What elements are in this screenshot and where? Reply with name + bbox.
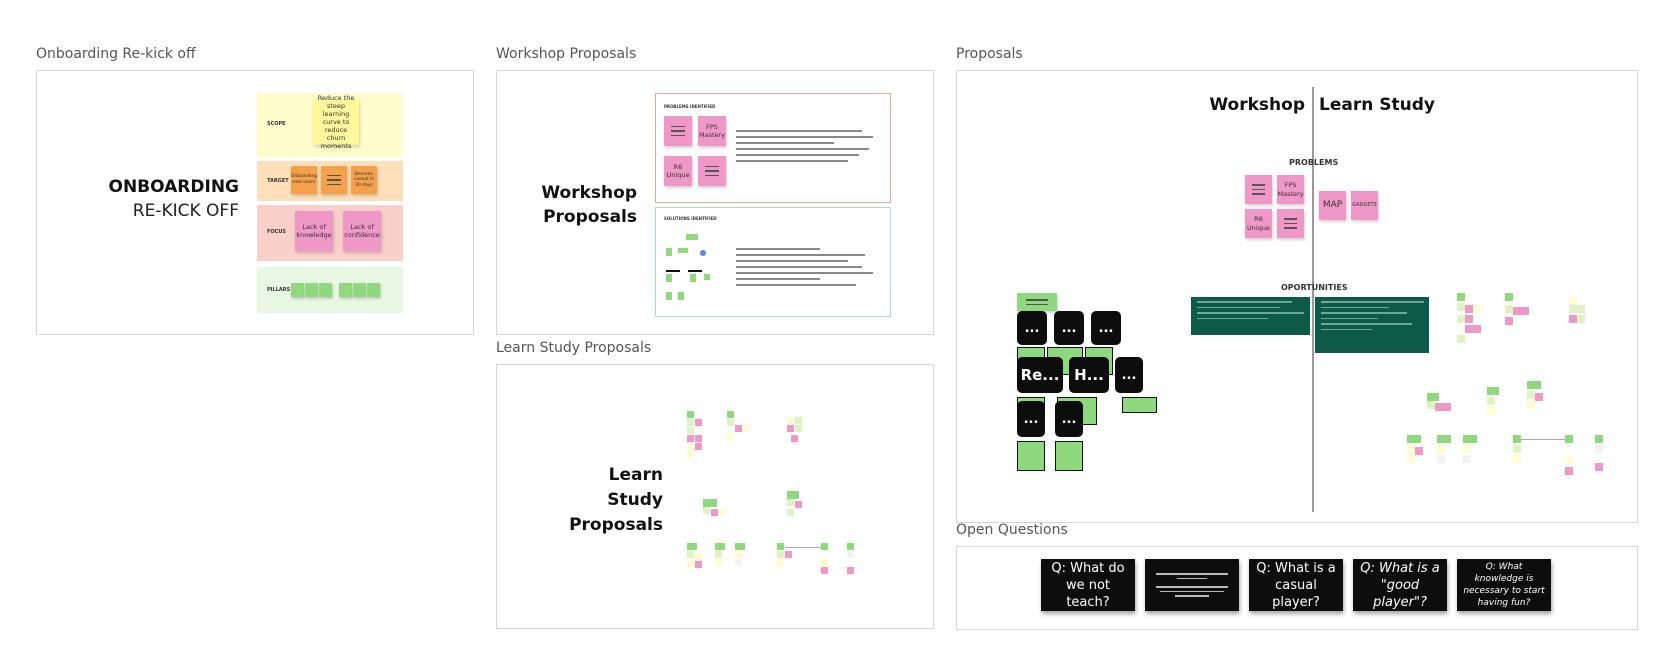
scope-note[interactable]: Reduce the steep learning curve to reduc… bbox=[313, 94, 359, 150]
frame-title-learn[interactable]: Learn Study Proposals bbox=[496, 340, 652, 356]
problem-note-blank[interactable] bbox=[698, 156, 726, 186]
problems-text-lines bbox=[736, 130, 876, 162]
frame-proposals[interactable]: Workshop Learn Study PROBLEMS FPS Master… bbox=[956, 70, 1638, 523]
solutions-diagram bbox=[664, 234, 728, 304]
proposals-problem-map[interactable]: MAP bbox=[1319, 191, 1346, 220]
frame-onboarding[interactable]: ONBOARDING RE-KICK OFF SCOPE Reduce the … bbox=[36, 70, 474, 335]
grid-cell bbox=[1017, 441, 1045, 471]
grid-cell bbox=[1122, 397, 1157, 413]
black-card-1[interactable]: ... bbox=[1017, 311, 1047, 345]
solutions-box[interactable]: SOLUTIONS IDENTIFIED bbox=[655, 207, 891, 317]
question-card-3[interactable]: Q: What is a casual player? bbox=[1249, 559, 1343, 611]
target-note-blank[interactable] bbox=[321, 166, 347, 194]
band-pillars: PILLARS bbox=[257, 267, 403, 313]
learn-cluster bbox=[687, 411, 854, 601]
proposals-right-heading: Learn Study bbox=[1319, 95, 1435, 115]
onboarding-heading-bold: ONBOARDING bbox=[108, 177, 240, 197]
proposals-right-cluster bbox=[1407, 293, 1627, 513]
proposals-problems-label: PROBLEMS bbox=[1289, 158, 1339, 167]
black-card-4[interactable]: ... bbox=[1115, 357, 1143, 393]
target-note-2[interactable]: Become casual in 30 days bbox=[351, 166, 377, 194]
solutions-label: SOLUTIONS IDENTIFIED bbox=[664, 216, 717, 221]
problems-box[interactable]: PROBLEMS IDENTIFIED FPS Mastery R6 Uniqu… bbox=[655, 93, 891, 203]
band-target-label: TARGET bbox=[267, 178, 289, 184]
pillar-note[interactable] bbox=[319, 283, 332, 297]
question-card-4[interactable]: Q: What is a "good player"? bbox=[1353, 559, 1447, 611]
problem-note-blank[interactable] bbox=[664, 116, 692, 146]
band-pillars-label: PILLARS bbox=[267, 287, 291, 293]
frame-title-open-questions[interactable]: Open Questions bbox=[956, 522, 1068, 538]
workshop-heading: Workshop Proposals bbox=[541, 183, 637, 227]
pillar-note[interactable] bbox=[367, 283, 380, 297]
pillar-note[interactable] bbox=[339, 283, 352, 297]
target-note-1[interactable]: Onboarding new users bbox=[291, 166, 317, 194]
black-card-re[interactable]: Re... bbox=[1017, 357, 1063, 393]
question-card-1[interactable]: Q: What do we not teach? bbox=[1041, 559, 1135, 611]
frame-workshop[interactable]: Workshop Proposals PROBLEMS IDENTIFIED F… bbox=[496, 70, 934, 335]
band-focus: FOCUS Lack of knowledge Lack of confiden… bbox=[257, 205, 403, 261]
pillar-note[interactable] bbox=[305, 283, 318, 297]
opportunities-label: OPORTUNITIES bbox=[1281, 283, 1348, 292]
frame-title-workshop[interactable]: Workshop Proposals bbox=[496, 46, 637, 62]
problems-label: PROBLEMS IDENTIFIED bbox=[664, 104, 716, 109]
pillar-note[interactable] bbox=[353, 283, 366, 297]
learn-heading: Learn Study Proposals bbox=[569, 465, 663, 535]
proposals-left-heading: Workshop bbox=[1209, 95, 1305, 115]
black-card-5[interactable]: ... bbox=[1017, 401, 1045, 437]
proposals-divider bbox=[1312, 87, 1314, 512]
opportunities-left-table[interactable] bbox=[1191, 297, 1310, 335]
frame-title-proposals[interactable]: Proposals bbox=[956, 46, 1023, 62]
problem-note-fps[interactable]: FPS Mastery bbox=[698, 116, 726, 146]
black-card-2[interactable]: ... bbox=[1054, 311, 1084, 345]
solutions-text-lines bbox=[736, 248, 876, 286]
grid-cell bbox=[1055, 441, 1083, 471]
proposals-problem-blank[interactable] bbox=[1245, 175, 1272, 204]
frame-title-onboarding[interactable]: Onboarding Re-kick off bbox=[36, 46, 196, 62]
band-scope: SCOPE Reduce the steep learning curve to… bbox=[257, 93, 403, 157]
proposals-problem-blank[interactable] bbox=[1277, 209, 1304, 238]
proposals-problem-fps[interactable]: FPS Mastery bbox=[1277, 175, 1304, 204]
band-target: TARGET Onboarding new users Become casua… bbox=[257, 161, 403, 201]
green-note[interactable] bbox=[1017, 293, 1057, 311]
focus-note-1[interactable]: Lack of knowledge bbox=[295, 211, 333, 251]
problem-note-r6[interactable]: R6 Unique bbox=[664, 156, 692, 186]
question-card-5[interactable]: Q: What knowledge is necessary to start … bbox=[1457, 559, 1551, 611]
proposals-problem-gadgets[interactable]: GADGETS bbox=[1351, 191, 1378, 220]
focus-note-2[interactable]: Lack of confidence bbox=[343, 211, 381, 251]
pillar-note[interactable] bbox=[291, 283, 304, 297]
band-scope-label: SCOPE bbox=[267, 121, 286, 127]
frame-learn[interactable]: Learn Study Proposals bbox=[496, 364, 934, 629]
proposals-problem-r6[interactable]: R6 Unique bbox=[1245, 209, 1272, 238]
onboarding-heading-light: RE-KICK OFF bbox=[132, 201, 239, 221]
opportunities-right-table[interactable] bbox=[1315, 297, 1429, 353]
black-card-h[interactable]: H... bbox=[1069, 357, 1109, 393]
black-card-3[interactable]: ... bbox=[1091, 311, 1121, 345]
band-focus-label: FOCUS bbox=[267, 229, 286, 235]
black-card-6[interactable]: ... bbox=[1055, 401, 1083, 437]
question-card-2[interactable] bbox=[1145, 559, 1239, 611]
frame-open-questions[interactable]: Q: What do we not teach? Q: What is a ca… bbox=[956, 546, 1638, 630]
